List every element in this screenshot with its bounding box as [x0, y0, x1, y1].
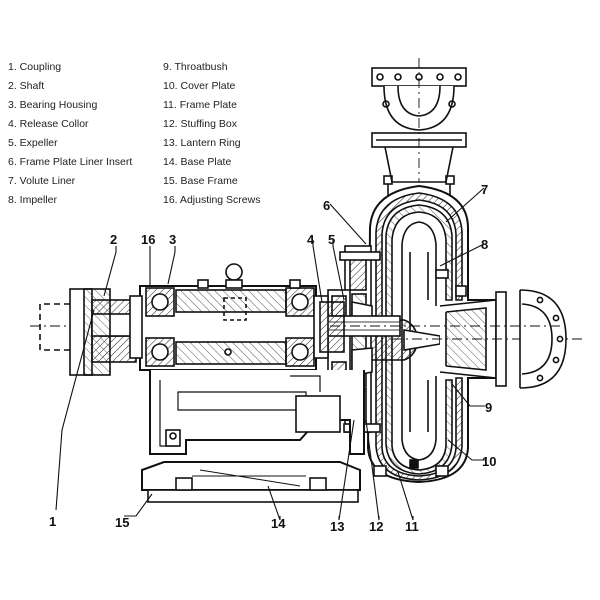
callout-11: 11 [405, 519, 419, 534]
bearing-housing [129, 263, 345, 371]
legend-item: 10. Cover Plate [163, 80, 236, 92]
callout-16: 16 [141, 232, 155, 247]
base-plate [141, 461, 361, 503]
suction-pipe [392, 291, 585, 387]
legend-item: 14. Base Plate [163, 156, 232, 168]
leader-lines [55, 187, 486, 521]
callout-15: 15 [115, 515, 129, 530]
parts-legend: 1. Coupling 2. Shaft 3. Bearing Housing … [0, 0, 600, 220]
callout-8: 8 [481, 237, 488, 252]
callout-labels: 1 2 16 3 4 5 6 7 8 9 10 11 12 13 14 15 [49, 182, 496, 534]
legend-item: 8. Impeller [8, 194, 58, 206]
callout-12: 12 [369, 519, 383, 534]
legend-item: 6. Frame Plate Liner Insert [8, 156, 133, 168]
callout-5: 5 [328, 232, 335, 247]
discharge-flange [371, 58, 467, 200]
callout-2: 2 [110, 232, 117, 247]
base-frame [149, 348, 365, 455]
callout-14: 14 [271, 516, 286, 531]
legend-item: 12. Stuffing Box [163, 118, 237, 130]
legend-item: 13. Lantern Ring [163, 137, 241, 149]
legend-item: 1. Coupling [8, 61, 62, 73]
legend-item: 7. Volute Liner [8, 175, 76, 187]
legend-item: 3. Bearing Housing [8, 99, 98, 111]
callout-1: 1 [49, 514, 56, 529]
legend-item: 2. Shaft [8, 80, 45, 92]
callout-10: 10 [482, 454, 496, 469]
callout-9: 9 [485, 400, 492, 415]
callout-7: 7 [481, 182, 488, 197]
legend-item: 11. Frame Plate [163, 99, 237, 111]
callout-6: 6 [323, 198, 330, 213]
legend-item: 16. Adjusting Screws [163, 194, 261, 206]
callout-3: 3 [169, 232, 176, 247]
suction-flange [519, 289, 567, 389]
legend-item: 5. Expeller [8, 137, 58, 149]
legend-item: 9. Throatbush [163, 61, 228, 73]
callout-13: 13 [330, 519, 344, 534]
legend-item: 15. Base Frame [163, 175, 238, 187]
coupling [39, 288, 137, 376]
legend-item: 4. Release Collor [8, 118, 89, 130]
callout-4: 4 [307, 232, 315, 247]
